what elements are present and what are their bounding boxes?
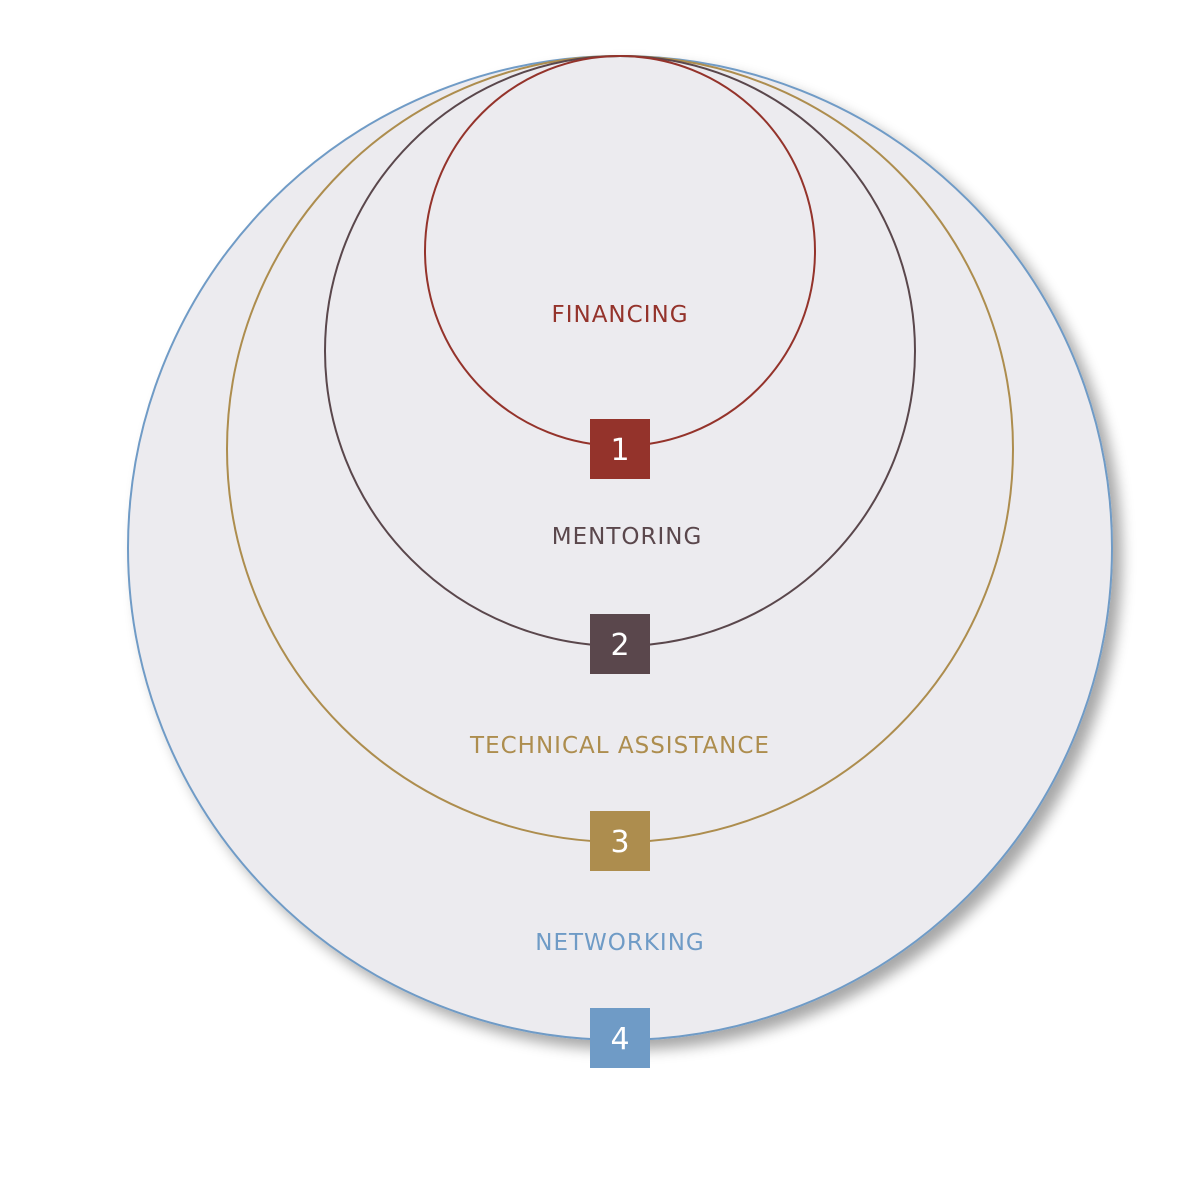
- ring-mentoring-number: 2: [610, 628, 629, 663]
- ring-mentoring: MENTORING 2: [324, 55, 916, 674]
- ring-financing-label: FINANCING: [551, 302, 688, 328]
- ring-networking-number: 4: [610, 1022, 629, 1057]
- ring-financing-number: 1: [610, 433, 629, 468]
- ring-networking-badge: [590, 1008, 650, 1068]
- ring-technical-assistance-label: TECHNICAL ASSISTANCE: [469, 733, 770, 759]
- ring-mentoring-badge: [590, 614, 650, 674]
- ring-financing: FINANCING 1: [424, 55, 816, 479]
- ring-networking: NETWORKING 4: [127, 55, 1113, 1068]
- ring-mentoring-label: MENTORING: [552, 524, 703, 550]
- ring-technical-assistance-badge: [590, 811, 650, 871]
- ring-technical-assistance: TECHNICAL ASSISTANCE 3: [226, 55, 1014, 871]
- ring-networking-label: NETWORKING: [535, 930, 705, 956]
- ring-technical-assistance-number: 3: [610, 825, 629, 860]
- ring-financing-badge: [590, 419, 650, 479]
